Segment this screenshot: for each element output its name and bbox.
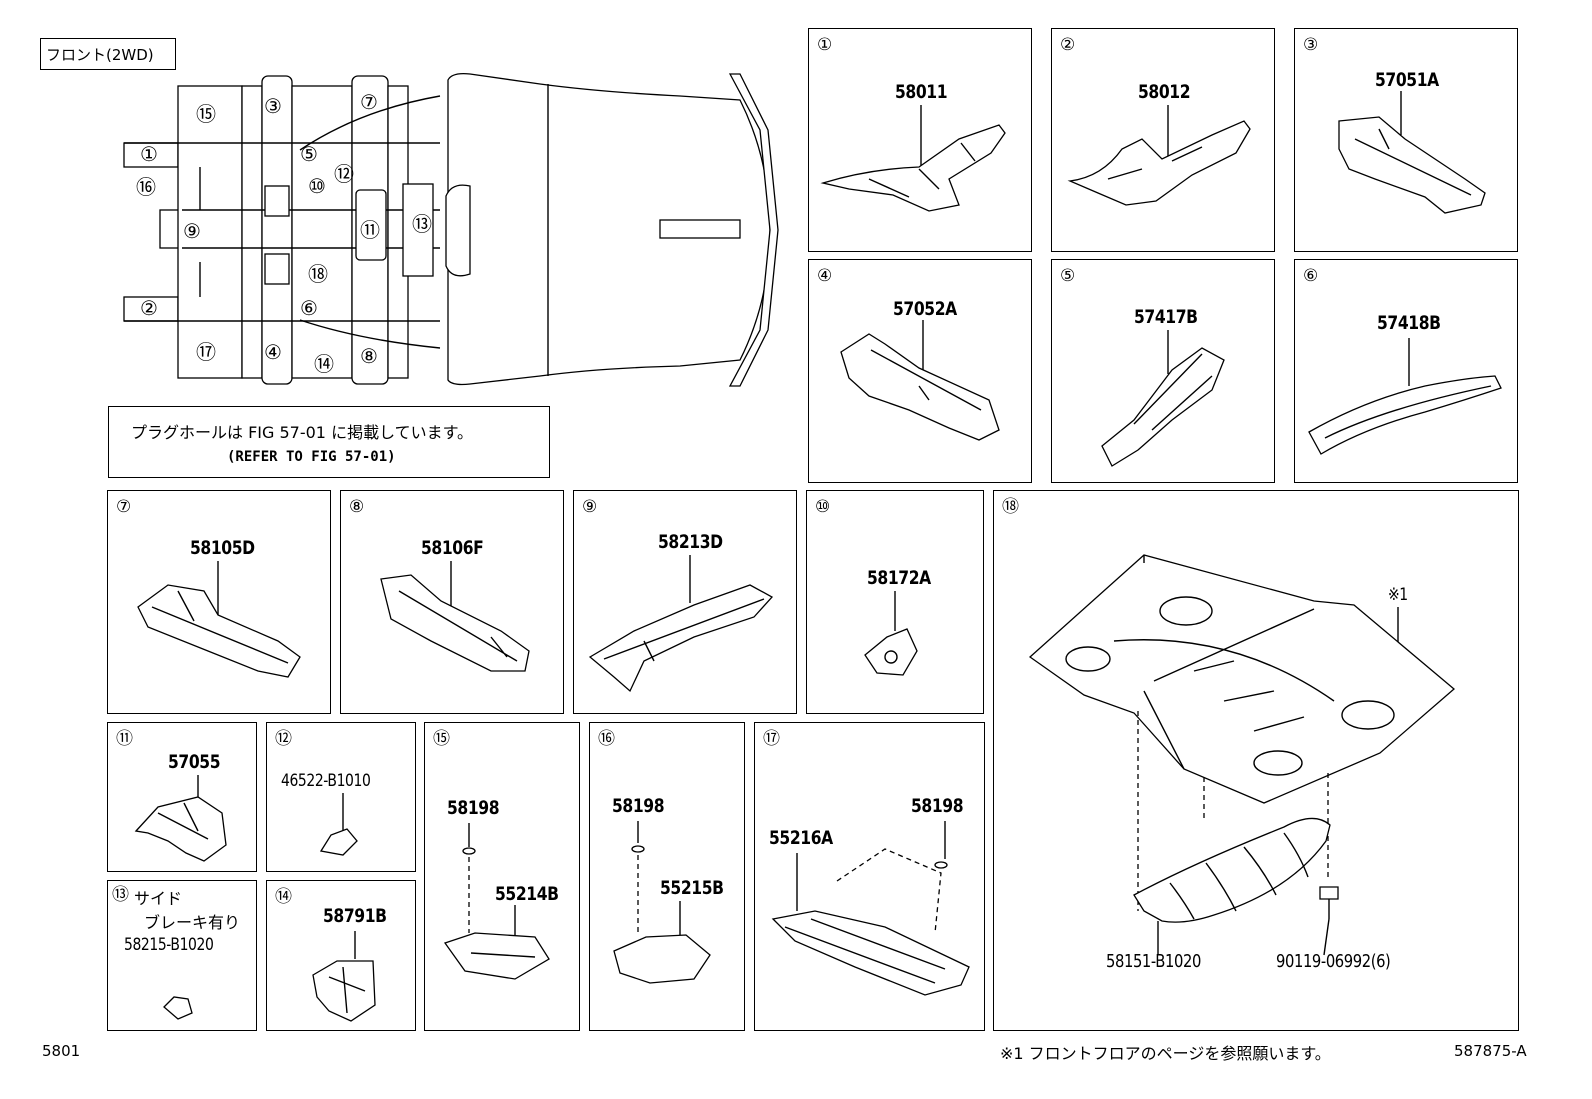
panel-7-part-number: 58105D: [190, 537, 255, 559]
panel-11: ⑪ 57055: [107, 722, 257, 872]
panel-3: ③ 57051A: [1294, 28, 1518, 252]
panel-6-part-number: 57418B: [1377, 312, 1441, 334]
panel-8-part-number: 58106F: [421, 537, 484, 559]
panel-17-part-number-b: 58198: [911, 795, 964, 817]
panel-13: ⑬ サイド ブレーキ有り 58215-B1020: [107, 880, 257, 1031]
panel-17-index: ⑰: [763, 729, 780, 749]
overview-callout-9: ⑨: [183, 219, 201, 243]
panel-1: ① 58011: [808, 28, 1032, 252]
panel-17: ⑰ 55216A 58198: [754, 722, 985, 1031]
panel-7-index: ⑦: [116, 497, 132, 517]
panel-16-part-number-b: 55215B: [660, 877, 724, 899]
panel-8-index: ⑧: [349, 497, 365, 517]
panel-4: ④ 57052A: [808, 259, 1032, 483]
overview-callout-7: ⑦: [360, 90, 378, 114]
panel-10-part-number: 58172A: [867, 567, 931, 589]
header-label-box: フロント(2WD): [40, 38, 176, 70]
panel-12: ⑫ 46522-B1010: [266, 722, 416, 872]
panel-14: ⑭ 58791B: [266, 880, 416, 1031]
panel-13-part-number: 58215-B1020: [124, 935, 214, 955]
panel-1-index: ①: [817, 35, 833, 55]
overview-callout-5: ⑤: [300, 142, 318, 166]
panel-13-label-line-1: サイド: [134, 889, 183, 908]
panel-1-part-number: 58011: [895, 81, 948, 103]
panel-14-part-number: 58791B: [323, 905, 387, 927]
overview-callout-6: ⑥: [300, 296, 318, 320]
panel-15-index: ⑮: [433, 729, 450, 749]
panel-6-index: ⑥: [1303, 266, 1319, 286]
panel-9-index: ⑨: [582, 497, 598, 517]
header-label: フロント(2WD): [46, 46, 154, 64]
panel-3-part-number: 57051A: [1375, 69, 1439, 91]
floor-overview-diagram: [123, 72, 779, 387]
overview-callout-16: ⑯: [136, 175, 156, 199]
overview-callout-1: ①: [140, 142, 158, 166]
overview-callout-12: ⑫: [334, 162, 354, 186]
panel-9-part-number: 58213D: [658, 531, 723, 553]
panel-2: ② 58012: [1051, 28, 1275, 252]
panel-14-index: ⑭: [275, 887, 292, 907]
overview-callout-14: ⑭: [314, 352, 334, 376]
overview-callout-11: ⑪: [360, 218, 380, 242]
panel-5: ⑤ 57417B: [1051, 259, 1275, 483]
panel-12-index: ⑫: [275, 729, 292, 749]
overview-callout-18: ⑱: [308, 262, 328, 286]
panel-4-part-number: 57052A: [893, 298, 957, 320]
panel-16-index: ⑯: [598, 729, 615, 749]
note-line-1: プラグホールは FIG 57-01 に掲載しています。: [131, 423, 473, 442]
panel-13-label-line-2: ブレーキ有り: [144, 913, 241, 932]
panel-11-index: ⑪: [116, 729, 133, 749]
note-line-2: (REFER TO FIG 57-01): [227, 449, 396, 465]
overview-callout-8: ⑧: [360, 344, 378, 368]
panel-11-part-number: 57055: [168, 751, 221, 773]
panel-18-reference-marker: ※1: [1388, 585, 1408, 605]
panel-6: ⑥ 57418B: [1294, 259, 1518, 483]
overview-callout-17: ⑰: [196, 340, 216, 364]
overview-callout-10: ⑩: [308, 174, 326, 198]
panel-4-index: ④: [817, 266, 833, 286]
panel-8: ⑧ 58106F: [340, 490, 564, 714]
overview-callout-2: ②: [140, 296, 158, 320]
panel-12-part-number: 46522-B1010: [281, 771, 371, 791]
panel-15-part-number-a: 58198: [447, 797, 500, 819]
panel-3-index: ③: [1303, 35, 1319, 55]
panel-17-part-number-a: 55216A: [769, 827, 833, 849]
footer-reference-note: ※1 フロントフロアのページを参照願います。: [1000, 1044, 1331, 1063]
panel-10-index: ⑩: [815, 497, 831, 517]
overview-callout-15: ⑮: [196, 102, 216, 126]
overview-callout-4: ④: [264, 340, 282, 364]
panel-18-index: ⑱: [1002, 497, 1019, 517]
panel-15: ⑮ 58198 55214B: [424, 722, 580, 1031]
panel-16-part-number-a: 58198: [612, 795, 665, 817]
panel-18-part-number-a: 58151-B1020: [1106, 951, 1201, 972]
panel-18-part-number-b: 90119-06992(6): [1276, 951, 1391, 972]
panel-7: ⑦ 58105D: [107, 490, 331, 714]
panel-18: ⑱ ※1 58151-B1020 90119-06992(6): [993, 490, 1519, 1031]
overview-callout-13: ⑬: [412, 212, 432, 236]
panel-5-index: ⑤: [1060, 266, 1076, 286]
panel-5-part-number: 57417B: [1134, 306, 1198, 328]
panel-2-part-number: 58012: [1138, 81, 1191, 103]
panel-15-part-number-b: 55214B: [495, 883, 559, 905]
footer-diagram-code: 587875-A: [1454, 1042, 1527, 1060]
panel-10: ⑩ 58172A: [806, 490, 984, 714]
plug-hole-note: プラグホールは FIG 57-01 に掲載しています。 (REFER TO FI…: [108, 406, 550, 478]
panel-9: ⑨ 58213D: [573, 490, 797, 714]
overview-callout-3: ③: [264, 94, 282, 118]
footer-page-code: 5801: [42, 1042, 81, 1060]
panel-13-index: ⑬: [112, 885, 129, 905]
panel-2-index: ②: [1060, 35, 1076, 55]
panel-16: ⑯ 58198 55215B: [589, 722, 745, 1031]
